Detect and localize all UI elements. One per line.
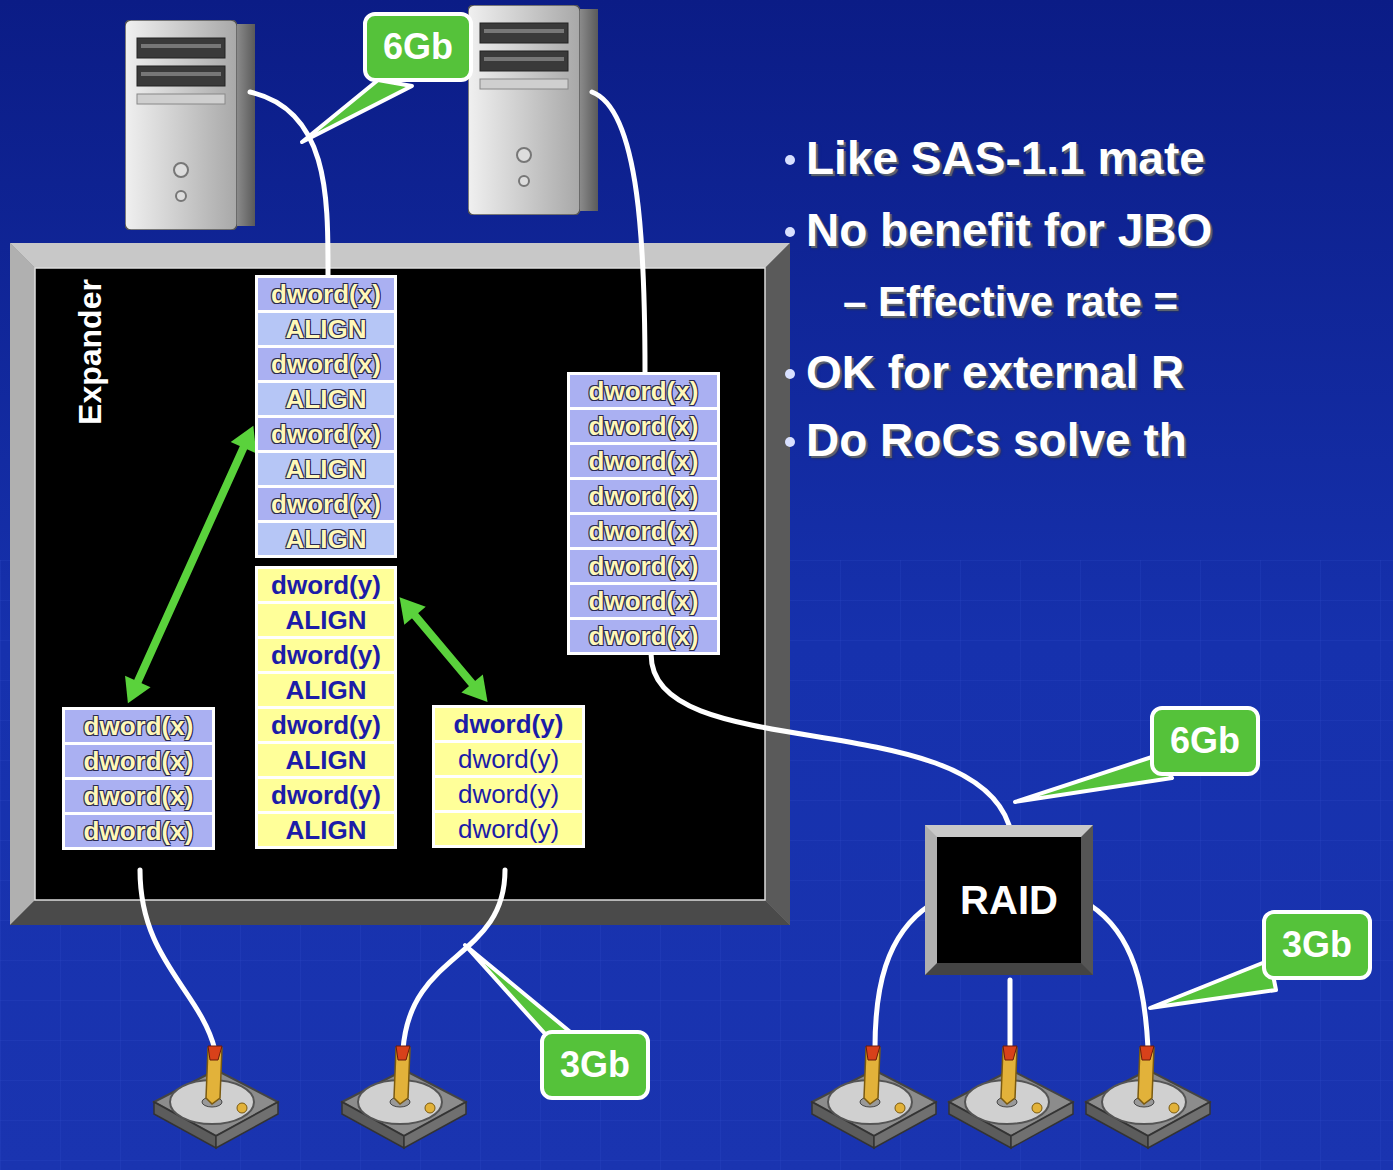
bullet-text: OK for external R [806, 345, 1184, 399]
expander-title: Expander [72, 279, 109, 425]
rate-callout: 3Gb [540, 1030, 650, 1100]
dword-cell: dword(x) [258, 418, 394, 450]
disk-drives [949, 1046, 1073, 1148]
dword-queue: dword(x)ALIGNdword(x)ALIGNdword(x)ALIGNd… [255, 275, 397, 558]
dword-cell: dword(x) [570, 550, 717, 582]
connector-line [414, 614, 474, 685]
servers [125, 5, 598, 230]
rate-callout: 3Gb [1262, 910, 1372, 980]
disk-drives [812, 1046, 936, 1148]
callout-tails [1150, 960, 1276, 1008]
dword-queue: dword(y)ALIGNdword(y)ALIGNdword(y)ALIGNd… [255, 566, 397, 849]
arrow-head [125, 676, 151, 704]
dword-cell: dword(y) [258, 639, 394, 671]
rate-callout: 6Gb [363, 12, 473, 82]
arrow-head [461, 675, 487, 702]
dword-cell: dword(x) [258, 348, 394, 380]
dword-cell: ALIGN [258, 674, 394, 706]
bullet-text: Like SAS-1.1 mate [806, 131, 1205, 185]
callout-tails [302, 80, 1276, 1046]
servers [468, 5, 598, 215]
cables [1090, 905, 1148, 1048]
callout-tails [302, 80, 412, 142]
callout-tails [1015, 755, 1172, 802]
expander-frame [10, 243, 790, 925]
connector-line [651, 655, 1009, 825]
transfer-arrow [400, 597, 488, 702]
dword-cell: dword(x) [570, 620, 717, 652]
expander-frame [10, 243, 790, 268]
disk-drives [1086, 1046, 1210, 1148]
bullet-dots [785, 369, 795, 379]
dword-cell: dword(x) [65, 745, 212, 777]
dword-cell: dword(x) [570, 375, 717, 407]
sub-bullet-text: – Effective rate = [843, 275, 1178, 329]
dword-cell: ALIGN [258, 814, 394, 846]
dword-queue: dword(x)dword(x)dword(x)dword(x) [62, 707, 215, 850]
arrow-head [231, 426, 257, 454]
bullet-dots [785, 437, 795, 447]
disk-drives [154, 1046, 278, 1148]
dword-cell: ALIGN [258, 383, 394, 415]
dword-cell: dword(x) [570, 480, 717, 512]
dword-cell: dword(y) [258, 569, 394, 601]
dword-cell: dword(y) [435, 743, 582, 775]
bullet-dots [785, 155, 795, 165]
expander-frame [10, 900, 790, 925]
dword-cell: dword(x) [65, 780, 212, 812]
dword-cell: dword(x) [65, 815, 212, 847]
transfer-arrow [125, 426, 256, 704]
connector-line [137, 446, 244, 683]
dword-cell: ALIGN [258, 744, 394, 776]
dword-cell: dword(y) [258, 709, 394, 741]
cables [140, 870, 215, 1050]
cables [403, 870, 505, 1050]
dword-cell: dword(y) [435, 708, 582, 740]
rate-callout: 6Gb [1150, 706, 1260, 776]
dword-cell: dword(x) [258, 278, 394, 310]
servers [125, 20, 255, 230]
cables [592, 92, 645, 373]
dword-queue: dword(x)dword(x)dword(x)dword(x)dword(x)… [567, 372, 720, 655]
bullet-dots [785, 227, 795, 237]
expander-box: Expanderdword(x)ALIGNdword(x)ALIGNdword(… [35, 268, 765, 900]
expander-frame [765, 243, 790, 925]
dword-cell: dword(x) [570, 445, 717, 477]
dword-cell: dword(x) [570, 515, 717, 547]
bullet-dots [785, 155, 795, 447]
expander-frame [35, 268, 765, 900]
dword-cell: dword(y) [435, 813, 582, 845]
arrow-head [400, 597, 426, 624]
dword-queue: dword(y)dword(y)dword(y)dword(y) [432, 705, 585, 848]
bullet-text: Do RoCs solve th [806, 413, 1187, 467]
disk-drives [154, 1046, 1210, 1148]
dword-cell: ALIGN [258, 604, 394, 636]
dword-cell: dword(x) [258, 488, 394, 520]
cables [1008, 980, 1013, 1045]
dword-cell: dword(y) [435, 778, 582, 810]
dword-cell: dword(x) [570, 410, 717, 442]
cable-connector [651, 655, 1009, 825]
expander-frame [10, 243, 790, 925]
dword-cell: dword(y) [258, 779, 394, 811]
dword-cell: dword(x) [65, 710, 212, 742]
disk-drives [342, 1046, 466, 1148]
cables [250, 92, 328, 276]
raid-controller: RAID [925, 825, 1093, 975]
bullet-text: No benefit for JBO [806, 203, 1212, 257]
dword-cell: ALIGN [258, 453, 394, 485]
dword-cell: dword(x) [570, 585, 717, 617]
raid-label: RAID [960, 878, 1058, 923]
dword-cell: ALIGN [258, 523, 394, 555]
expander-frame [10, 243, 35, 925]
cables [875, 905, 930, 1048]
dword-cell: ALIGN [258, 313, 394, 345]
